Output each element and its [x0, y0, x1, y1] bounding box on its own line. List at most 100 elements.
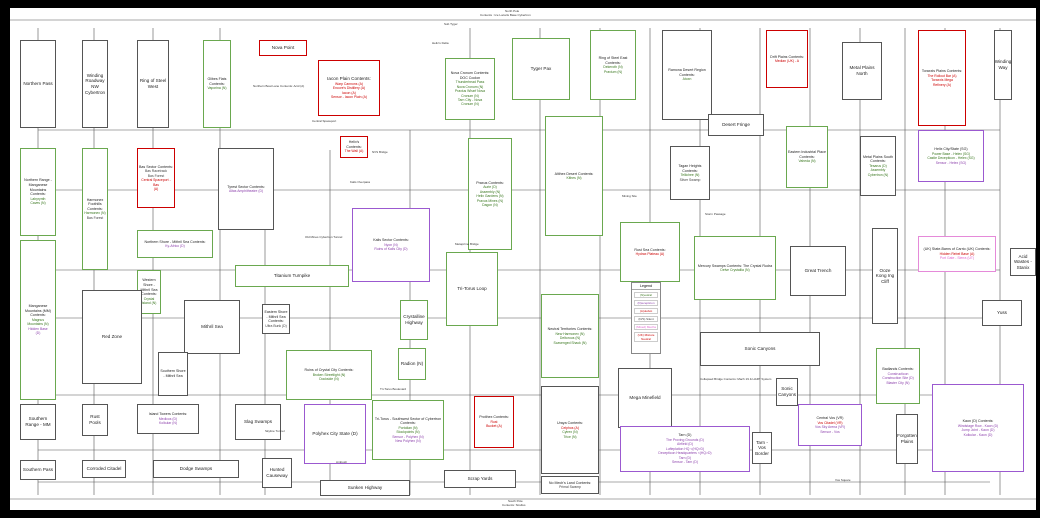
region-name: Tarn - Vos Border — [755, 439, 769, 456]
label-helix-delta: Helix's Delta — [432, 41, 449, 45]
region-name: Rust Sea Contents: — [634, 247, 666, 252]
region-content: Tesarus (D) — [869, 163, 887, 168]
region-name: Praxus Contents: — [476, 180, 504, 185]
region-slag-swamps: Slag Swamps — [235, 404, 281, 440]
region-content: The Proving Grounds (D) — [666, 438, 704, 443]
region-name: Tyger Pax — [530, 66, 552, 72]
region-name: Altihex Desert Contents: — [554, 171, 594, 176]
region-content: Praxius Wharf Nova — [454, 89, 486, 94]
region-name: Yuss — [997, 310, 1007, 316]
region-name: Winding Roadway NW Cybertron — [84, 72, 106, 95]
region-southern-shore: Southern Shore - Mithril Sea — [158, 352, 188, 396]
region-helix-prime: Helix's Contents:The Wall (A) — [340, 136, 368, 158]
region-name: Tarn (D) — [678, 433, 692, 438]
legend-title: Legend — [632, 283, 660, 290]
region-content: Sensor - Vos — [820, 429, 840, 434]
region-name: Uraya Contents: — [557, 421, 583, 426]
region-name: Badlands Contents: — [882, 367, 914, 372]
region-mithril-sea: Mithril Sea — [184, 300, 240, 354]
region-content: Deltorous (N) — [559, 336, 581, 341]
label-ambush: Ambush — [336, 460, 348, 464]
region-name: Polyhex City State (D) — [312, 431, 358, 437]
region-content: Median (UK) - A — [774, 59, 800, 64]
region-name: Island Towers Contents: — [148, 412, 188, 417]
region-content: Constructicon — [887, 371, 909, 376]
region-name: Mithril Sea — [201, 324, 223, 330]
region-name: Ruins of Crystal City Contents: — [304, 368, 354, 373]
region-name: Winding Way — [994, 59, 1012, 70]
region-name: Neutral Territories Contents: — [547, 327, 593, 332]
label-skyline-tunnel: Skyline Tunnel — [265, 429, 285, 433]
region-name: Scrap Yards — [467, 476, 493, 482]
region-eastern-shore: Eastern Shore - Mithril Sea Contents:Ult… — [262, 304, 290, 334]
region-ruins-crystal: Ruins of Crystal City Contents:Broken St… — [286, 350, 372, 400]
label-metaprime-bridge: Metaprime Bridge — [455, 242, 479, 246]
region-name: Great Trench — [804, 268, 832, 274]
region-rust-pools: Rust Pools — [82, 404, 108, 436]
region-southern-range: Southern Range - MM — [20, 404, 56, 440]
region-content: Silver Swamp — [679, 177, 701, 182]
region-name: Sonic Canyons — [777, 386, 797, 397]
region-name: Red Zone — [101, 334, 123, 340]
legend-item: (D/S) Silent — [634, 316, 658, 322]
region-metal-plains-south: Metal Plains South Contents:Tesarus (D)A… — [860, 136, 896, 196]
south-pole-title: South Pole — [508, 499, 523, 503]
region-toraxxis-plains: Toraxxis Plains Contents:The Rollout Bar… — [918, 30, 966, 126]
region-name: Crystalline Highway — [403, 314, 425, 325]
region-content: Jump Joint - Kaon (D) — [961, 428, 995, 433]
region-name: Tagan Heights Contents: — [678, 164, 702, 173]
region-content: New Harmonex (N) — [555, 331, 585, 336]
region-tri-torus-loop: Tri-Torus Loop — [446, 252, 498, 326]
region-winding-way: Winding Way — [994, 30, 1012, 100]
label-northern-boat-lane: Northern Boat Lane Contents: Acid (A) — [253, 84, 305, 88]
region-content: Medicos (D) — [158, 416, 178, 421]
region-content: Primal Swamp — [559, 485, 581, 490]
region-content: Labyrynth — [30, 196, 46, 201]
region-name: Metal Plains North — [849, 65, 875, 76]
region-hunted-causeway: Hunted Causeway — [262, 458, 292, 488]
region-content: Kolkular (N) — [159, 421, 177, 426]
region-metal-plains-north: Metal Plains North — [842, 42, 882, 100]
region-glibes-flats: Glibes Flats Contents:Vaporina (N) — [203, 40, 231, 128]
region-content: Lufteplation HQ <(HQ>D) — [665, 446, 705, 451]
region-crystalline-hwy: Crystalline Highway — [400, 300, 428, 340]
region-name: Sonic Canyons — [744, 346, 776, 352]
region-kaon: Kaon (D) Contents:Windstage Row - Kaon (… — [932, 384, 1024, 472]
region-name: Metal Plains South Contents: — [863, 154, 893, 164]
region-content: Delve Crystallia (N) — [720, 268, 750, 273]
region-content: Tarn City - Nova — [457, 98, 483, 102]
legend-item: (D)ecepticon — [634, 300, 658, 306]
region-name: Helix's Contents: — [346, 140, 362, 149]
region-name: (UK) State-Barns of Carrio (UK) Contents… — [923, 247, 991, 252]
region-name: Corroded Citadel — [86, 466, 122, 472]
region-name: Ramona Desert Region Contents: — [668, 68, 706, 77]
region-name: Nova Cronum Contents: DOC Coolon — [450, 71, 490, 80]
region-radion: Radion (N) — [398, 348, 426, 380]
region-content: Island (N) — [141, 301, 157, 306]
region-name: Toraxxis Plains Contents: — [921, 69, 963, 74]
region-name: Southern Range - MM — [25, 416, 51, 427]
region-content: Kithes (N) — [566, 176, 582, 181]
region-content: Aurie (D) — [483, 185, 497, 190]
region-ramona-desert: Ramona Desert Region Contents:Atoxn — [662, 30, 712, 120]
region-content: Construction Site (D) — [882, 376, 914, 381]
region-tyrest-sector: Tyrest Sector Contents:Altas Amphitheatr… — [218, 148, 274, 230]
region-content: Airfield (D) — [676, 442, 693, 447]
region-content: The Rollout Bar (A) — [927, 73, 957, 78]
region-helix-city: Helix City/State (SG)Power Base - Helex … — [918, 130, 984, 182]
region-content: Nyon (N) — [384, 242, 398, 247]
region-name: Northern Pass — [23, 81, 53, 87]
region-name: Harmonex Foothills Contents: — [86, 197, 104, 211]
region-tyger-pax: Tyger Pax — [512, 38, 570, 100]
region-tarn: Tarn (D)The Proving Grounds (D)Airfield … — [620, 426, 750, 472]
region-name: Glibes Flats Contents: — [207, 77, 227, 86]
region-tagan-heights: Tagan Heights Contents:Tellichee (N)Silv… — [670, 146, 710, 200]
north-pole-title: North Pole — [505, 9, 520, 13]
region-content: Assembly (N) — [479, 189, 501, 194]
region-content: Thunderhead Pass — [455, 80, 485, 85]
region-content: Scavenged Shack (N) — [553, 340, 587, 345]
region-content: Castle Decepticon - Helex (SG) — [927, 156, 975, 161]
